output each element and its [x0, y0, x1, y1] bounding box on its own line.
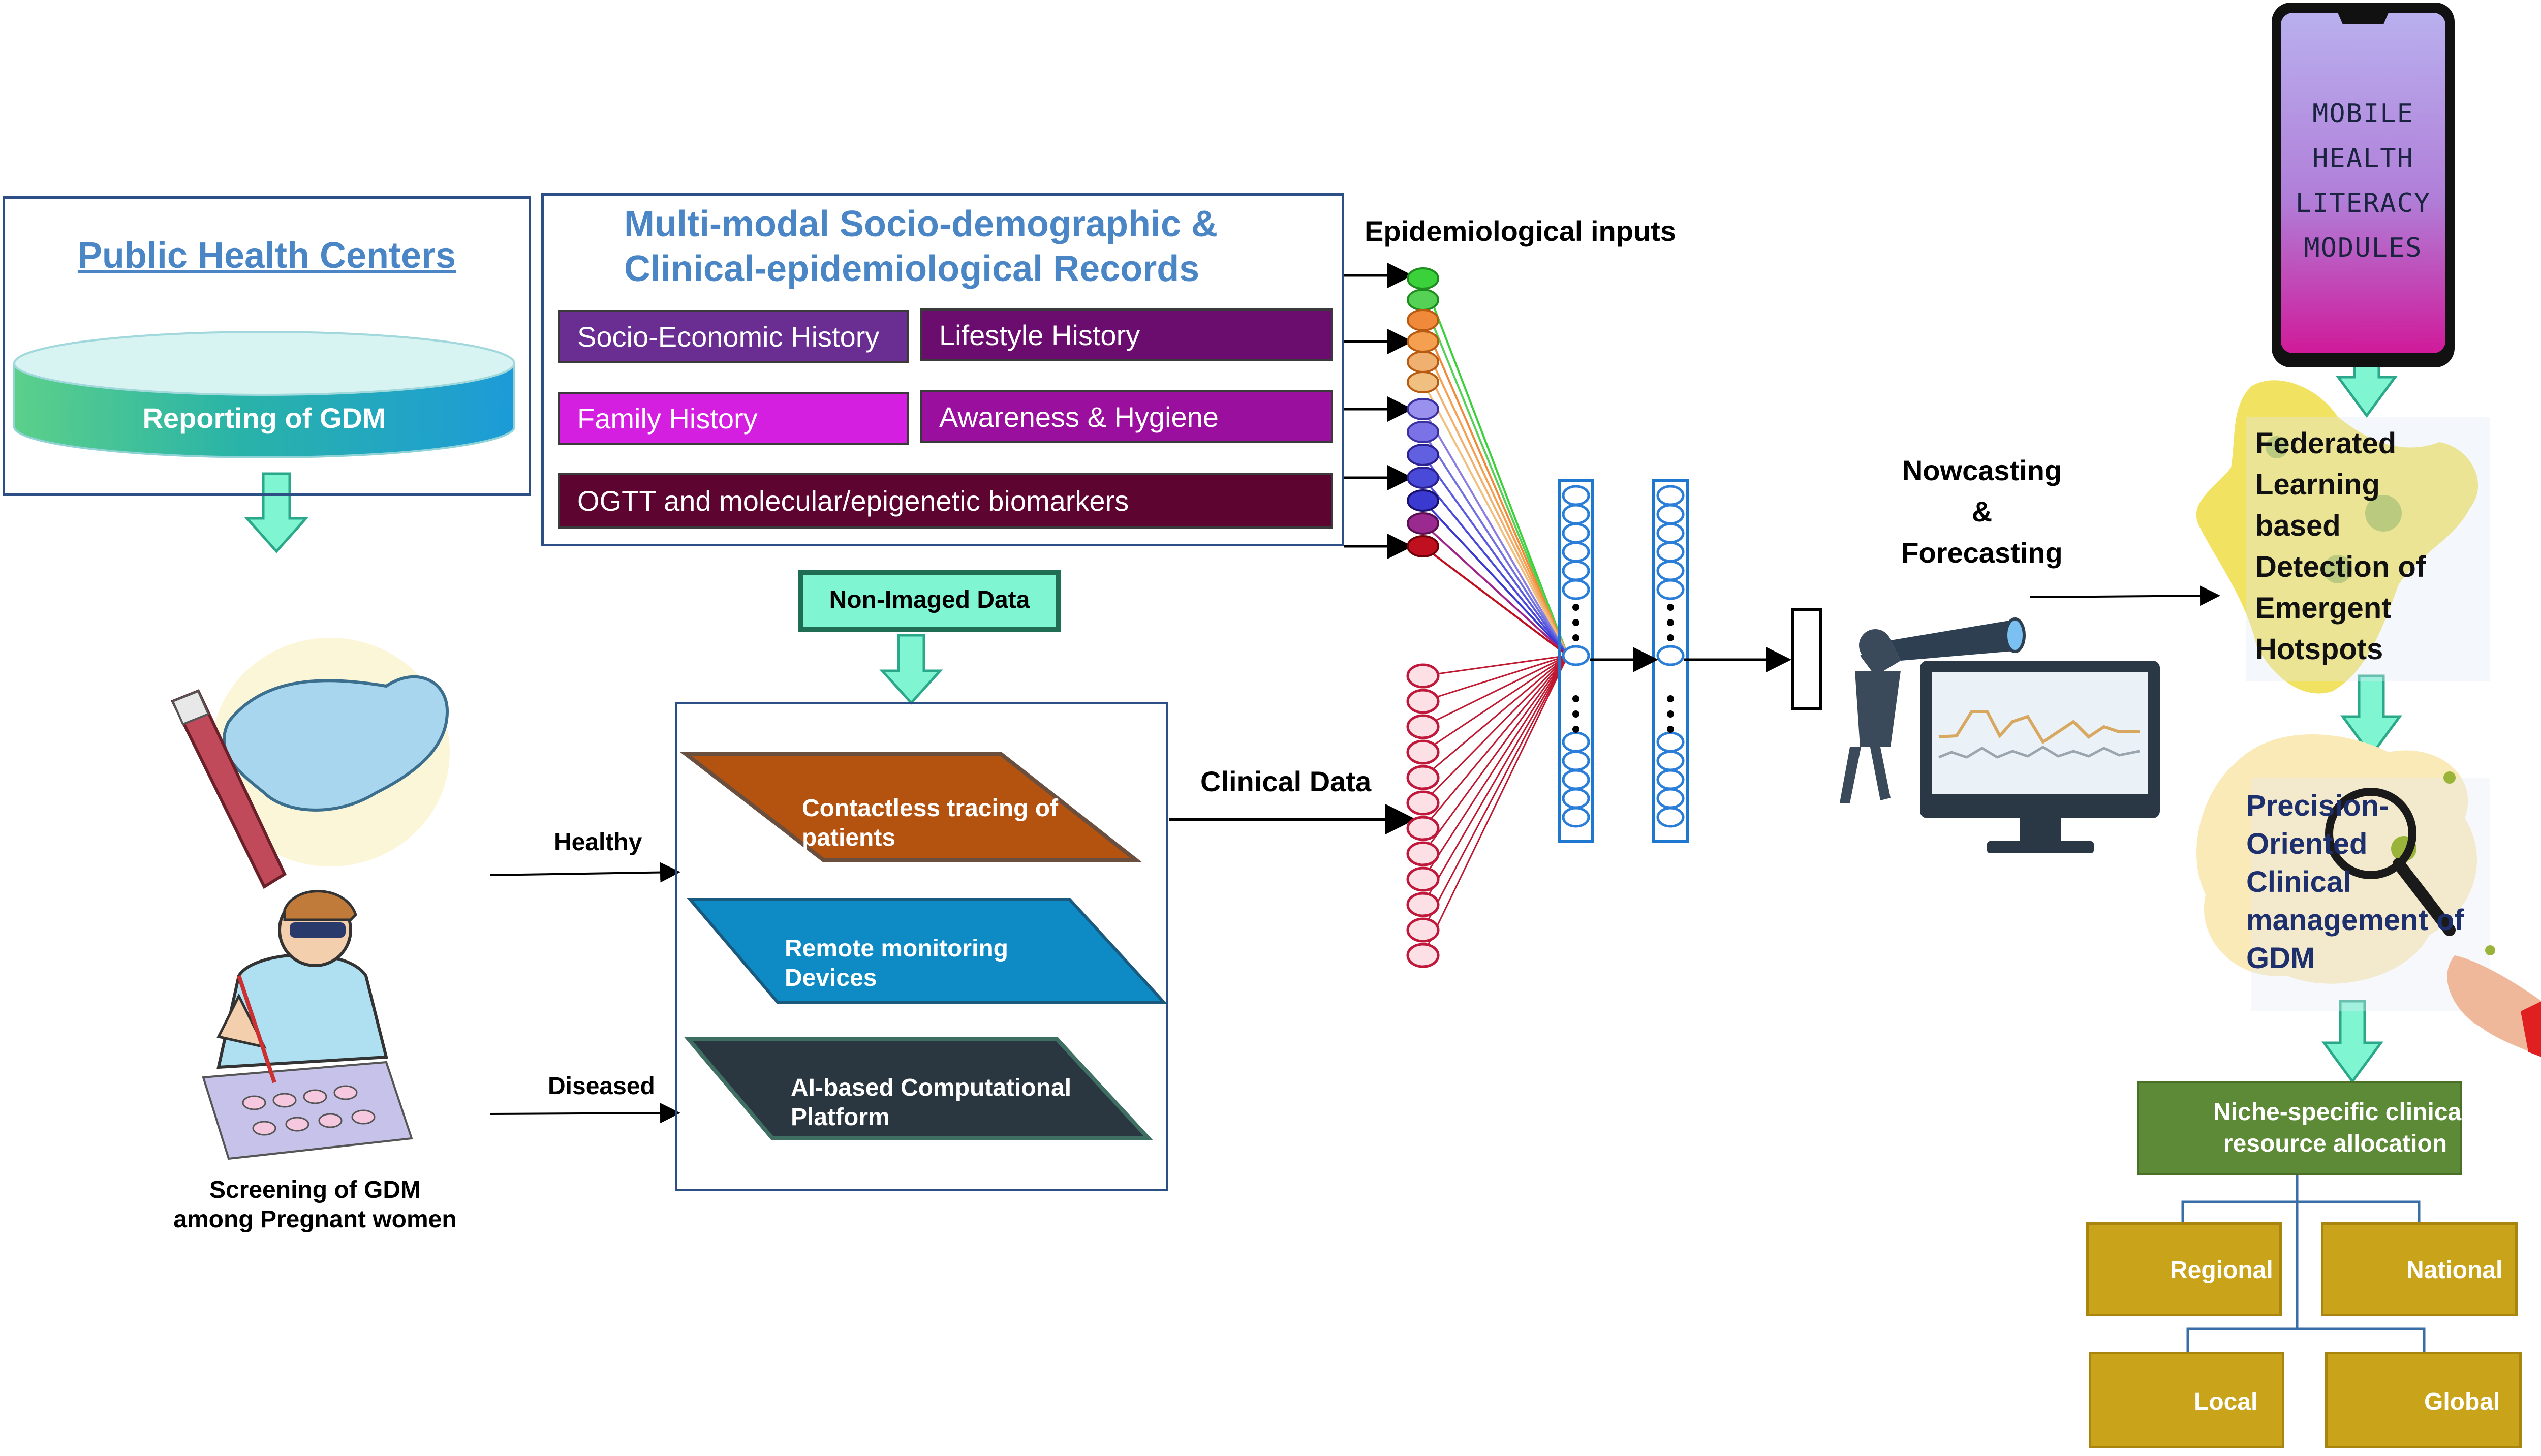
platforms-panel	[675, 702, 1168, 1191]
down-arrow-icon	[2340, 674, 2402, 758]
hotspot-line-2: Learning	[2255, 468, 2380, 501]
mobile-line-1: MOBILE	[2312, 99, 2414, 129]
global-tile: Global	[2325, 1352, 2522, 1448]
ai-platform-shape	[684, 1037, 1154, 1140]
remote-monitoring-line2: Devices	[785, 965, 877, 992]
precision-line-1: Precision-	[2246, 789, 2389, 822]
screening-caption-line2: among Pregnant women	[173, 1206, 457, 1233]
ai-platform-line2: Platform	[791, 1104, 890, 1131]
healthy-arrow	[490, 862, 680, 883]
records-title-line1: Multi-modal Socio-demographic &	[624, 204, 1218, 244]
forecasting-label: Nowcasting & Forecasting	[1885, 450, 2079, 573]
contactless-tracing-shape	[680, 752, 1142, 862]
database-cylinder-icon	[13, 331, 515, 458]
ogtt-biomarkers-box: OGTT and molecular/epigenetic biomarkers	[558, 473, 1333, 529]
gloved-hand-test-tube-icon	[170, 638, 450, 889]
diseased-label: Diseased	[548, 1073, 655, 1100]
forecasting-text: Forecasting	[1901, 537, 2063, 569]
contactless-tracing-label: Contactless tracing of patients	[802, 794, 1058, 853]
records-title-line2: Clinical-epidemiological Records	[624, 249, 1200, 289]
hotspot-line-5: Emergent	[2255, 592, 2392, 625]
public-health-centers-panel	[3, 196, 531, 496]
awareness-hygiene-box: Awareness & Hygiene	[920, 390, 1333, 443]
lifestyle-history-box: Lifestyle History	[920, 308, 1333, 361]
nowcasting-text: Nowcasting	[1902, 454, 2062, 486]
mobile-line-4: MODULES	[2304, 233, 2423, 263]
precision-management-text: Precision- Oriented Clinical management …	[2246, 787, 2464, 977]
regional-label: Regional	[2170, 1257, 2273, 1284]
epidemiological-inputs-label: Epidemiological inputs	[1365, 215, 1676, 247]
family-history-box: Family History	[558, 392, 909, 445]
screening-caption-line1: Screening of GDM	[209, 1176, 421, 1203]
hotspot-line-4: Detection of	[2255, 550, 2426, 583]
down-arrow-icon	[2321, 1000, 2383, 1084]
ai-platform-label: AI-based Computational Platform	[791, 1073, 1071, 1132]
local-tile: Local	[2089, 1352, 2284, 1448]
federated-learning-text: Federated Learning based Detection of Em…	[2255, 423, 2426, 670]
magnifier-hand-icon	[2196, 734, 2541, 1057]
hidden-layer-2	[1652, 479, 1689, 843]
hotspot-line-1: Federated	[2255, 427, 2397, 460]
down-arrow-icon	[879, 634, 943, 705]
precision-line-3: Clinical	[2246, 865, 2351, 899]
ampersand-text: &	[1971, 495, 1993, 528]
regional-tile: Regional	[2086, 1222, 2282, 1316]
epidemiological-input-nodes	[1407, 267, 1439, 557]
forecast-arrow	[2030, 585, 2220, 606]
platform-shapes	[680, 752, 1167, 1140]
clinical-data-label: Clinical Data	[1200, 765, 1372, 797]
mobile-line-2: HEALTH	[2312, 143, 2414, 174]
hotspot-line-6: Hotspots	[2255, 633, 2383, 666]
non-imaged-data-label: Non-Imaged Data	[829, 586, 1030, 613]
precision-line-2: Oriented	[2246, 827, 2368, 860]
healthy-label: Healthy	[554, 829, 642, 856]
monitor-chart-icon	[1920, 661, 2160, 853]
non-imaged-data-box	[798, 570, 1061, 632]
national-label: National	[2406, 1257, 2503, 1284]
clinical-input-nodes	[1406, 663, 1440, 968]
map-hotspot-icon	[2196, 380, 2490, 694]
contactless-tracing-line1: Contactless tracing of	[802, 795, 1059, 822]
records-panel	[541, 193, 1344, 546]
smartphone-icon	[2272, 3, 2455, 367]
telescope-person-icon	[1840, 617, 2026, 803]
remote-monitoring-shape	[687, 898, 1167, 1004]
allocation-line-1: Niche-specific clinical	[2213, 1099, 2468, 1126]
socio-economic-history-box: Socio-Economic History	[558, 310, 909, 363]
remote-monitoring-line1: Remote monitoring	[785, 935, 1008, 962]
local-label: Local	[2194, 1388, 2258, 1415]
precision-line-5: GDM	[2246, 942, 2315, 975]
phc-title: Public Health Centers	[77, 235, 456, 276]
global-label: Global	[2424, 1388, 2500, 1415]
output-node	[1791, 608, 1822, 710]
precision-line-4: management of	[2246, 904, 2464, 937]
down-arrow-icon	[244, 472, 309, 553]
resource-allocation-label: Niche-specific clinical resource allocat…	[2213, 1097, 2468, 1160]
diseased-arrow	[490, 1103, 680, 1124]
scientist-icon	[202, 890, 413, 1160]
reporting-gdm-label: Reporting of GDM	[142, 402, 386, 434]
input-arrows	[1344, 263, 1413, 559]
allocation-tree-lines	[2181, 1174, 2426, 1353]
screening-caption: Screening of GDM among Pregnant women	[152, 1175, 478, 1234]
hidden-layer-1	[1558, 479, 1594, 843]
mobile-line-3: LITERACY	[2295, 188, 2431, 219]
hotspot-line-3: based	[2255, 509, 2341, 542]
remote-monitoring-label: Remote monitoring Devices	[785, 934, 1008, 993]
allocation-line-2: resource allocation	[2223, 1130, 2447, 1157]
mobile-health-literacy-text: MOBILE HEALTH LITERACY MODULES	[2281, 91, 2445, 270]
network-connections	[1422, 278, 1569, 956]
national-tile: National	[2321, 1222, 2518, 1316]
ai-platform-line1: AI-based Computational	[791, 1074, 1072, 1101]
contactless-tracing-line2: patients	[802, 824, 896, 851]
resource-allocation-box	[2137, 1081, 2462, 1175]
